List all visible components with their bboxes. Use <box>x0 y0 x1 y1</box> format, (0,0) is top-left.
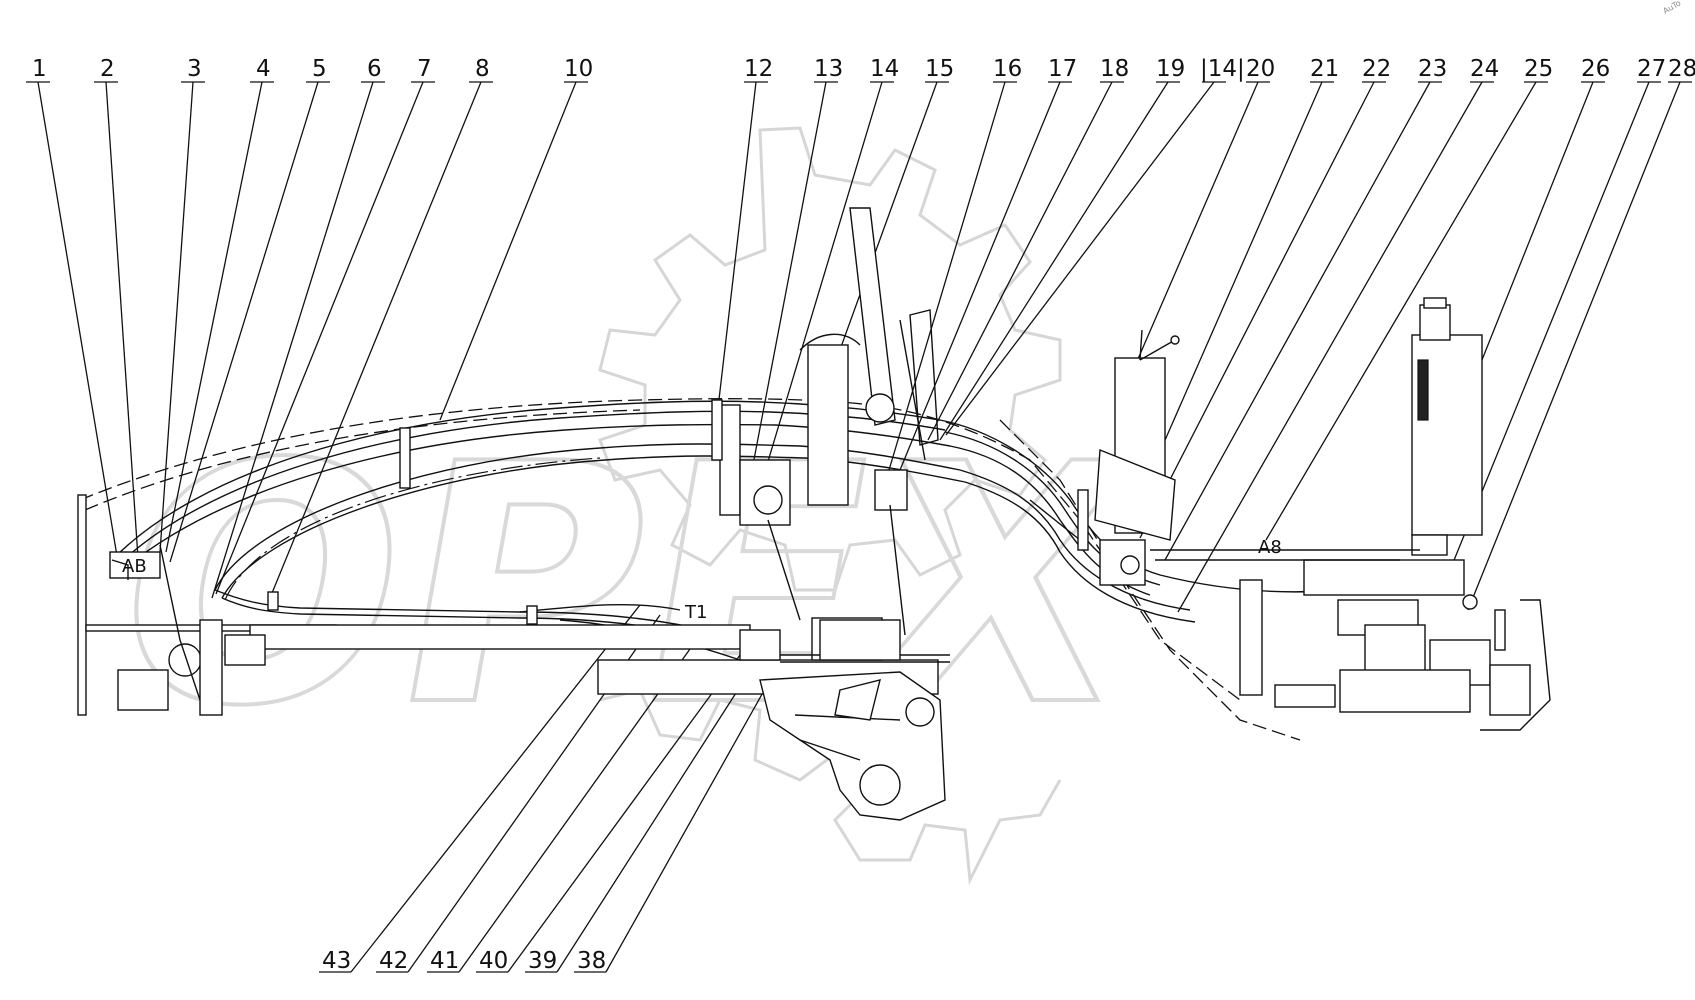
callout-leader <box>945 81 1215 436</box>
label-ab: AB <box>122 556 147 577</box>
right-tank-assembly: A8 <box>1150 297 1551 731</box>
callout-label: 14 <box>870 56 899 82</box>
callout-leader <box>759 81 883 489</box>
callout-label: 22 <box>1362 56 1391 82</box>
control-lever <box>1029 329 1180 586</box>
callout-leader <box>105 81 139 559</box>
callout-label: 26 <box>1581 56 1610 82</box>
callout-label: 2 <box>100 56 115 82</box>
callout-leader <box>1127 81 1259 383</box>
callout-label: 3 <box>187 56 202 82</box>
callout-label: 19 <box>1156 56 1185 82</box>
callout-leader <box>717 81 757 409</box>
callout-label: 6 <box>367 56 382 82</box>
lower-bracket <box>759 671 946 821</box>
corner-mark: AuTo <box>1662 0 1683 16</box>
callout-leader <box>885 81 1006 481</box>
callout-leader <box>556 667 753 973</box>
callout-label: 1 <box>32 56 47 82</box>
callout-label: 38 <box>577 948 606 974</box>
callout-leader <box>1177 81 1483 613</box>
callout-leader <box>1449 81 1650 571</box>
watermark-text: OPEX <box>88 394 1158 778</box>
callout-label: 8 <box>475 56 490 82</box>
callout-label: 5 <box>312 56 327 82</box>
callout-label: 40 <box>479 948 508 974</box>
callout-leader <box>439 81 577 421</box>
callout-label: 18 <box>1100 56 1129 82</box>
callout-label: 39 <box>528 948 557 974</box>
callout-label: 20 <box>1246 56 1275 82</box>
callout-leader <box>939 81 1169 441</box>
label-t1: T1 <box>684 602 707 623</box>
callout-label: 16 <box>993 56 1022 82</box>
callout-label: 12 <box>744 56 773 82</box>
callout-label: |14| <box>1200 56 1245 82</box>
callout-label: 10 <box>564 56 593 82</box>
callout-leader <box>211 81 374 599</box>
callout-label: 41 <box>430 948 459 974</box>
callout-leader <box>350 604 641 973</box>
callout-leader <box>215 81 424 595</box>
callout-leader <box>1139 81 1375 539</box>
callout-label: 13 <box>814 56 843 82</box>
watermark: OPEX <box>86 126 1160 886</box>
callout-label: 21 <box>1310 56 1339 82</box>
callout-label: 42 <box>379 948 408 974</box>
callout-label: 23 <box>1418 56 1447 82</box>
callout-leader <box>169 81 319 563</box>
callout-leader <box>159 81 194 553</box>
hose-clamps <box>267 399 1089 625</box>
callout-leader <box>605 679 771 973</box>
callout-leader <box>37 81 119 563</box>
callout-leader <box>165 81 263 553</box>
callout-label: 4 <box>256 56 271 82</box>
callout-leader <box>899 81 1061 471</box>
callout-label: 24 <box>1470 56 1499 82</box>
callout-leader <box>751 81 827 471</box>
watermark-gear <box>598 126 1062 592</box>
callout-label: 27 <box>1637 56 1666 82</box>
left-frame: AB <box>77 494 337 716</box>
callout-label: 43 <box>322 948 351 974</box>
callout-label: 25 <box>1524 56 1553 82</box>
callout-label: 28 <box>1668 56 1695 82</box>
upright-assembly <box>719 207 939 661</box>
callout-label: 7 <box>417 56 432 82</box>
callout-label: 15 <box>925 56 954 82</box>
callout-leader <box>1164 81 1431 561</box>
callouts-bottom: 43 42 41 40 39 38 <box>319 604 771 974</box>
callout-leader <box>1265 81 1537 541</box>
callout-leader <box>507 654 741 973</box>
callout-leader <box>927 81 1113 441</box>
callout-leader <box>1467 81 1681 611</box>
label-a8: A8 <box>1258 537 1282 558</box>
callout-label: 17 <box>1048 56 1077 82</box>
callout-leader <box>269 81 482 599</box>
